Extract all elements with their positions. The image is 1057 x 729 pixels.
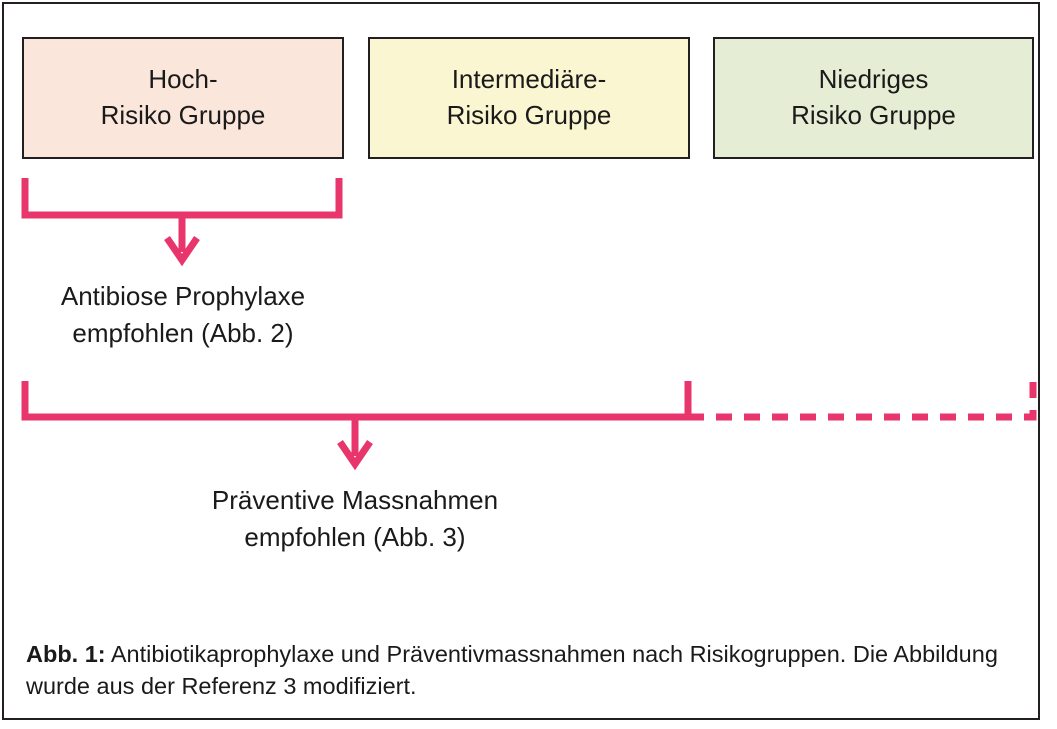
risk-box-low-line2: Risiko Gruppe (791, 100, 956, 130)
figure-caption-label: Abb. 1: (26, 641, 106, 667)
label-antibiotic-line1: Antibiose Prophylaxe (60, 281, 306, 311)
label-preventive-line2: empfohlen (Abb. 3) (244, 521, 466, 552)
risk-box-low: Niedriges Risiko Gruppe (713, 37, 1034, 159)
label-antibiotic-prophylaxis: Antibiose Prophylaxe empfohlen (Abb. 2) (22, 278, 344, 352)
risk-box-low-line1: Niedriges (818, 64, 929, 95)
risk-box-intermediate: Intermediäre- Risiko Gruppe (368, 37, 690, 159)
risk-box-high: Hoch- Risiko Gruppe (22, 37, 344, 159)
figure-caption: Abb. 1: Antibiotikaprophylaxe und Präven… (26, 638, 1016, 702)
label-preventive-line1: Präventive Massnahmen (211, 485, 499, 515)
figure-caption-text: Antibiotikaprophylaxe und Präventivmassn… (26, 641, 998, 700)
label-preventive-measures: Präventive Massnahmen empfohlen (Abb. 3) (22, 482, 688, 556)
label-antibiotic-line2: empfohlen (Abb. 2) (72, 317, 294, 348)
risk-box-intermediate-line2: Risiko Gruppe (446, 100, 612, 130)
risk-box-high-line1: Hoch- (148, 64, 218, 95)
risk-box-intermediate-line1: Intermediäre- (451, 64, 607, 95)
risk-box-high-line2: Risiko Gruppe (100, 100, 266, 130)
